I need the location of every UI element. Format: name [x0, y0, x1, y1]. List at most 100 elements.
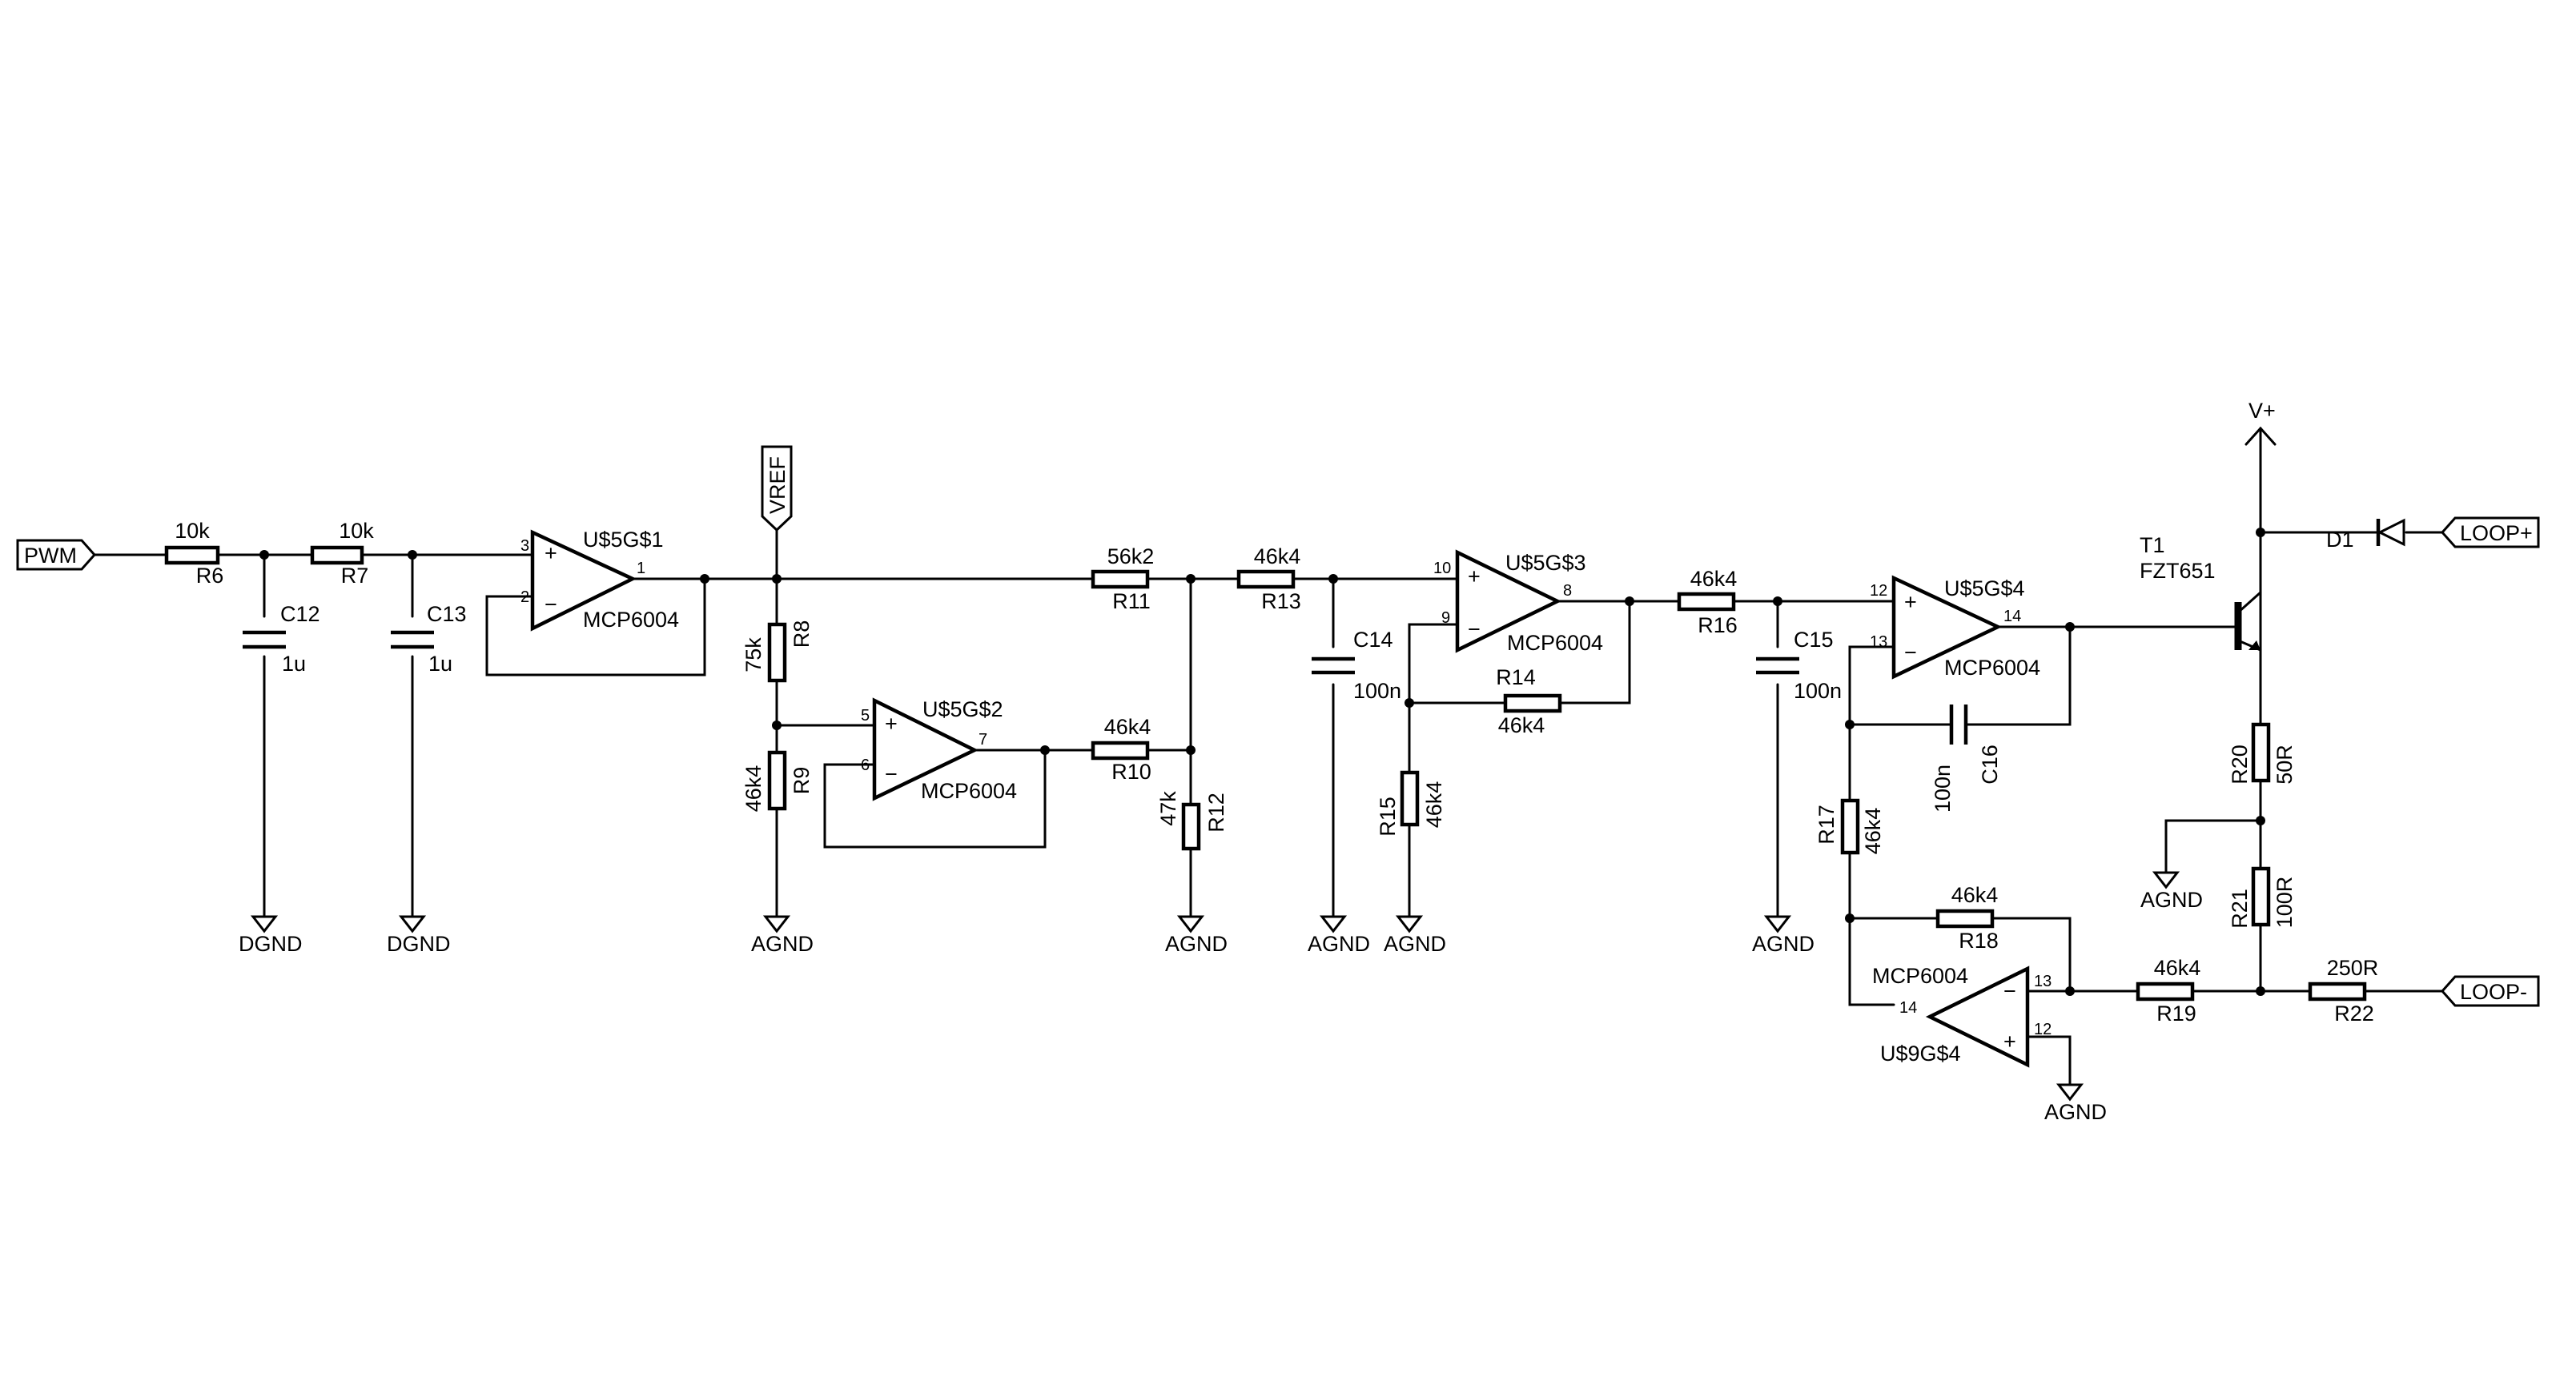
- r15-name: R15: [1376, 797, 1400, 837]
- capacitors: [243, 630, 1973, 745]
- opamp-u9g4: [1925, 965, 2030, 1068]
- r15-value: 46k4: [1422, 781, 1446, 829]
- u3-pin-out: 8: [1563, 582, 1572, 600]
- port-pwm: PWM: [16, 539, 97, 571]
- supply-vplus-label: V+: [2248, 399, 2276, 423]
- u4-name: U$5G$4: [1944, 576, 2025, 600]
- r7-name: R7: [341, 564, 369, 588]
- u9-name: U$9G$4: [1880, 1042, 1961, 1066]
- r9-value: 46k4: [741, 765, 766, 813]
- opamp-u5g2: [872, 697, 979, 801]
- r12-name: R12: [1204, 793, 1228, 833]
- u2-pin-minus: 6: [861, 757, 870, 774]
- r21-name: R21: [2228, 889, 2252, 929]
- gnd-label-u9: AGND: [2044, 1100, 2107, 1124]
- u1-part: MCP6004: [583, 608, 679, 632]
- c12-value: 1u: [282, 652, 306, 676]
- u1-pin-plus: 3: [520, 537, 529, 555]
- u9-part: MCP6004: [1872, 964, 1968, 988]
- r8-value: 75k: [741, 637, 766, 672]
- r10-name: R10: [1111, 760, 1151, 784]
- port-loop-minus: LOOP-: [2440, 975, 2540, 1007]
- u3-name: U$5G$3: [1505, 551, 1586, 575]
- port-loop-minus-label: LOOP-: [2460, 980, 2527, 1004]
- r14-value: 46k4: [1498, 713, 1545, 737]
- u2-name: U$5G$2: [922, 697, 1003, 721]
- u2-part: MCP6004: [921, 779, 1017, 803]
- r18-value: 46k4: [1951, 883, 1999, 907]
- r19-value: 46k4: [2154, 956, 2201, 980]
- gnd-label-r15: AGND: [1384, 932, 1446, 956]
- u2-pin-out: 7: [979, 731, 987, 749]
- r22-value: 250R: [2327, 956, 2379, 980]
- u4-minus-sign: −: [1904, 640, 1917, 664]
- u4-plus-sign: +: [1904, 590, 1917, 614]
- u1-name: U$5G$1: [583, 528, 664, 552]
- r9-name: R9: [790, 767, 814, 795]
- r21-value: 100R: [2273, 877, 2297, 929]
- r6-name: R6: [196, 564, 224, 588]
- r7-value: 10k: [339, 519, 374, 543]
- opamp-u5g3: [1455, 549, 1562, 653]
- resistors: [164, 545, 2367, 1002]
- c16-value: 100n: [1931, 765, 1955, 813]
- c13-value: 1u: [428, 652, 452, 676]
- u4-part: MCP6004: [1944, 656, 2040, 680]
- u2-pin-plus: 5: [861, 707, 870, 725]
- r8-name: R8: [790, 620, 814, 648]
- c13-name: C13: [427, 602, 467, 626]
- port-loop-plus-label: LOOP+: [2460, 521, 2533, 545]
- u2-minus-sign: −: [885, 762, 898, 786]
- r13-name: R13: [1261, 589, 1301, 613]
- u3-pin-plus: 10: [1433, 560, 1451, 577]
- r10-value: 46k4: [1104, 715, 1151, 739]
- u9-pin-out: 14: [1899, 999, 1917, 1017]
- port-vref-label: VREF: [766, 456, 790, 514]
- r6-value: 10k: [175, 519, 210, 543]
- gnd-label-c15: AGND: [1752, 932, 1814, 956]
- c16-name: C16: [1978, 745, 2002, 785]
- gnd-label-r20: AGND: [2140, 888, 2203, 912]
- u4-pin-out: 14: [2003, 608, 2021, 625]
- u4-pin-minus: 13: [1870, 633, 1887, 651]
- gnd-label-r12: AGND: [1165, 932, 1228, 956]
- gnd-label-r9: AGND: [751, 932, 814, 956]
- u9-pin-minus: 13: [2034, 973, 2052, 990]
- r16-name: R16: [1698, 613, 1738, 637]
- port-vref: VREF: [761, 445, 793, 532]
- r11-value: 56k2: [1107, 544, 1155, 568]
- u9-minus-sign: −: [2003, 979, 2016, 1003]
- gnd-label-c14: AGND: [1308, 932, 1370, 956]
- opamp-u5g1: [530, 529, 637, 632]
- c14-name: C14: [1353, 628, 1393, 652]
- junctions: [259, 528, 2265, 996]
- u9-plus-sign: +: [2003, 1030, 2016, 1054]
- r19-name: R19: [2156, 1002, 2196, 1026]
- u4-pin-plus: 12: [1870, 582, 1887, 600]
- c14-value: 100n: [1353, 679, 1401, 703]
- port-loop-plus: LOOP+: [2440, 516, 2540, 548]
- u3-minus-sign: −: [1468, 617, 1481, 641]
- gnd-label-c13: DGND: [387, 932, 451, 956]
- r22-name: R22: [2334, 1002, 2374, 1026]
- u9-pin-plus: 12: [2034, 1021, 2052, 1038]
- r13-value: 46k4: [1254, 544, 1301, 568]
- c12-name: C12: [280, 602, 320, 626]
- r11-name: R11: [1112, 589, 1151, 613]
- u1-pin-out: 1: [637, 560, 645, 577]
- wires: [93, 427, 2444, 1086]
- u1-plus-sign: +: [545, 541, 557, 565]
- gnd-label-c12: DGND: [239, 932, 303, 956]
- u1-pin-minus: 2: [520, 588, 529, 606]
- r18-name: R18: [1959, 929, 1999, 953]
- ground-symbols: [250, 871, 2180, 1102]
- t1-part: FZT651: [2140, 559, 2216, 583]
- t1-name: T1: [2140, 533, 2165, 557]
- u3-pin-minus: 9: [1441, 609, 1450, 627]
- r20-name: R20: [2228, 745, 2252, 785]
- r16-value: 46k4: [1690, 567, 1738, 591]
- r20-value: 50R: [2273, 745, 2297, 785]
- opamp-u5g4: [1891, 575, 2003, 680]
- d1-name: D1: [2326, 528, 2354, 552]
